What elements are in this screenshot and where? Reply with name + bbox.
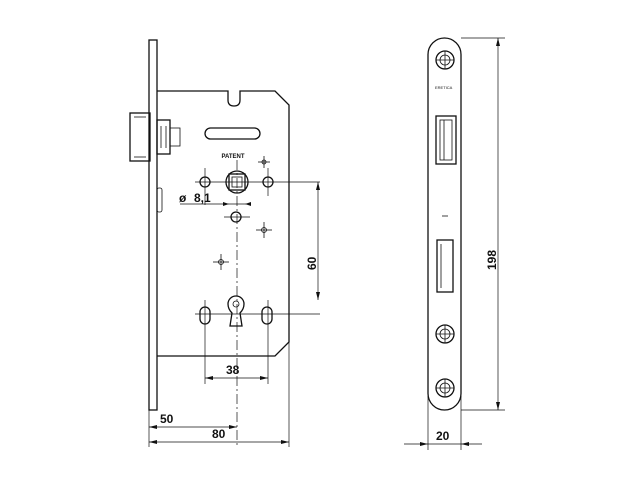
faceplate-side <box>148 39 158 411</box>
dim-60: 60 <box>305 182 320 300</box>
dim-label-38: 38 <box>226 363 240 377</box>
top-slot <box>204 127 261 140</box>
body-marking: PATENT <box>221 154 244 160</box>
rivet-markers <box>213 156 272 270</box>
latch-bolt <box>129 112 181 162</box>
dim-label-20: 20 <box>436 429 450 443</box>
dim-follower: ø 8,1 <box>179 191 251 206</box>
dim-80: 80 <box>149 342 290 447</box>
bottom-screw <box>435 378 455 398</box>
dim-label-follower: 8,1 <box>194 191 211 205</box>
lower-slot-right <box>261 306 273 325</box>
dim-label-50: 50 <box>160 412 174 426</box>
dim-50: 50 <box>148 410 237 447</box>
faceplate-view: ERETICA <box>404 37 505 450</box>
center-lines <box>195 160 320 447</box>
dim-label-80: 80 <box>212 427 226 441</box>
bolt-opening <box>436 239 454 293</box>
faceplate-outline <box>427 37 462 411</box>
top-screw <box>435 50 455 70</box>
lock-body-view: PATENT <box>129 39 320 447</box>
middle-screw <box>435 324 455 344</box>
dim-38: 38 <box>205 363 268 380</box>
latch-opening <box>435 115 457 165</box>
dim-198: 198 <box>461 37 505 411</box>
lock-case-outline <box>157 90 290 357</box>
dim-label-60: 60 <box>305 256 319 270</box>
strike-marking: ERETICA <box>435 85 453 90</box>
dim-label-198: 198 <box>485 250 499 270</box>
keyhole <box>227 295 245 327</box>
bolt-guide <box>156 187 163 213</box>
diameter-symbol: ø <box>179 191 187 205</box>
dim-20: 20 <box>404 396 482 450</box>
